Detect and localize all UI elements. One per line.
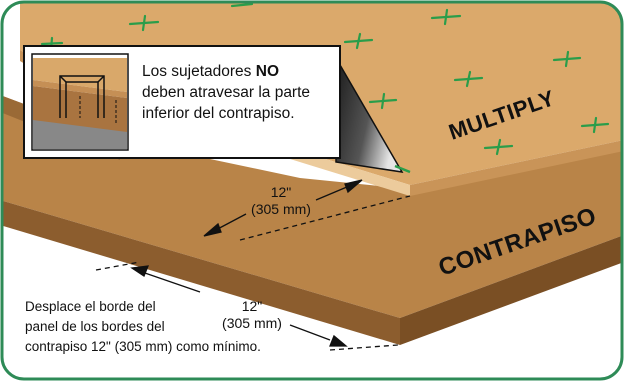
fastener bbox=[552, 50, 582, 68]
callout-line3: inferior del contrapiso. bbox=[142, 105, 295, 122]
fastener bbox=[230, 2, 254, 8]
callout-line1-bold: NO bbox=[255, 63, 279, 80]
dimension-lower-label: 12" (305 mm) bbox=[214, 298, 290, 332]
offset-note: Desplace el borde del panel de los borde… bbox=[25, 297, 325, 357]
multiply-right-edge bbox=[410, 140, 622, 196]
fastener bbox=[128, 14, 160, 32]
fastener bbox=[453, 70, 484, 88]
dimension-lower-value: 12" bbox=[241, 298, 263, 314]
dimension-upper-value: 12" bbox=[270, 184, 292, 200]
fastener bbox=[368, 92, 398, 110]
fasteners bbox=[40, 2, 610, 156]
contrapiso-side-face bbox=[2, 200, 400, 345]
dimension-lower-metric: (305 mm) bbox=[222, 315, 282, 331]
callout-line2: deben atravesar la parte bbox=[142, 84, 311, 101]
callout-line1-prefix: Los sujetadores bbox=[142, 63, 256, 80]
staple-icon bbox=[59, 75, 105, 118]
dimension-upper-label: 12" (305 mm) bbox=[246, 184, 316, 218]
note-line2: panel de los bordes del bbox=[25, 319, 165, 334]
contrapiso-right-face bbox=[400, 235, 622, 345]
fastener bbox=[430, 8, 462, 26]
dimension-lower bbox=[95, 261, 399, 351]
dimension-upper bbox=[203, 179, 411, 241]
fastener-detail bbox=[394, 164, 411, 174]
dimension-upper-metric: (305 mm) bbox=[251, 201, 311, 217]
note-line3: contrapiso 12" (305 mm) como mínimo. bbox=[25, 339, 261, 354]
callout-text: Los sujetadores NO deben atravesar la pa… bbox=[142, 61, 332, 124]
fastener bbox=[580, 116, 610, 134]
fastener bbox=[343, 32, 374, 50]
inset-illustration bbox=[31, 53, 129, 151]
note-line1: Desplace el borde del bbox=[25, 299, 156, 314]
fastener bbox=[483, 138, 514, 156]
